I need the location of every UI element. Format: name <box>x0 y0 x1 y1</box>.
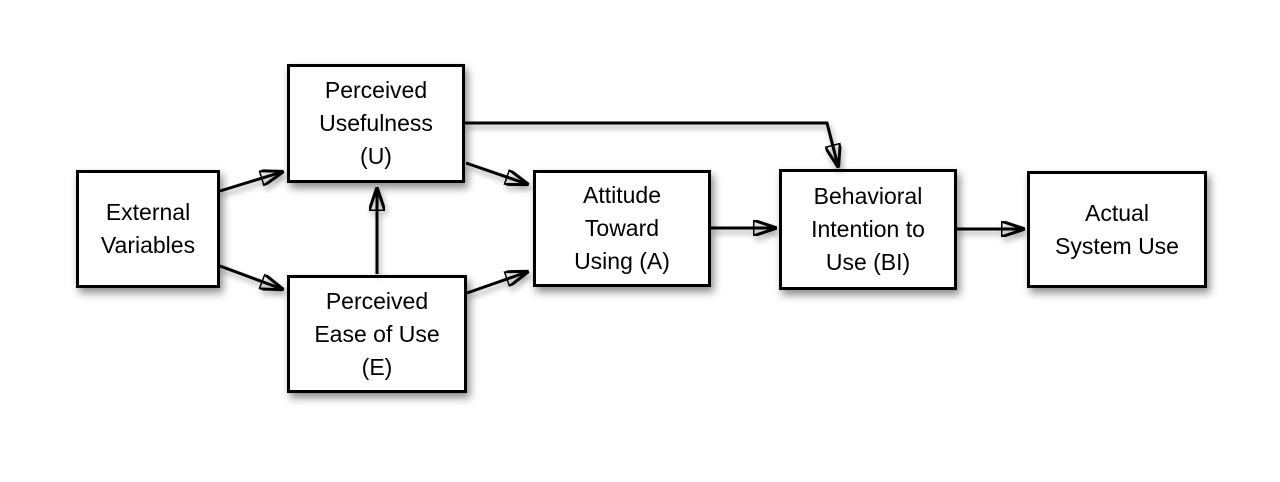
edge-external-to-ease-arrow <box>219 264 282 289</box>
node-behavioral-intention-label: Behavioral Intention to Use (BI) <box>811 183 925 275</box>
node-perceived-usefulness: Perceived Usefulness (U) <box>287 64 465 183</box>
edge-usefulness-to-intention-arrow <box>465 121 838 166</box>
node-actual-system-use: Actual System Use <box>1027 171 1207 288</box>
edge-usefulness-to-attitude-arrow <box>465 161 527 184</box>
node-behavioral-intention: Behavioral Intention to Use (BI) <box>779 169 957 290</box>
node-perceived-usefulness-label: Perceived Usefulness (U) <box>319 77 433 169</box>
node-actual-system-use-label: Actual System Use <box>1055 199 1179 259</box>
node-external-variables-label: External Variables <box>100 199 196 258</box>
node-perceived-ease-of-use: Perceived Ease of Use (E) <box>287 275 467 393</box>
node-attitude-toward-using-label: Attitude Toward Using (A) <box>574 182 670 274</box>
node-perceived-ease-of-use-label: Perceived Ease of Use (E) <box>314 287 440 380</box>
edge-external-to-usefulness-arrow <box>219 172 282 193</box>
node-attitude-toward-using: Attitude Toward Using (A) <box>533 170 711 287</box>
node-external-variables: External Variables <box>76 170 220 288</box>
edge-ease-to-attitude-arrow <box>466 272 527 295</box>
